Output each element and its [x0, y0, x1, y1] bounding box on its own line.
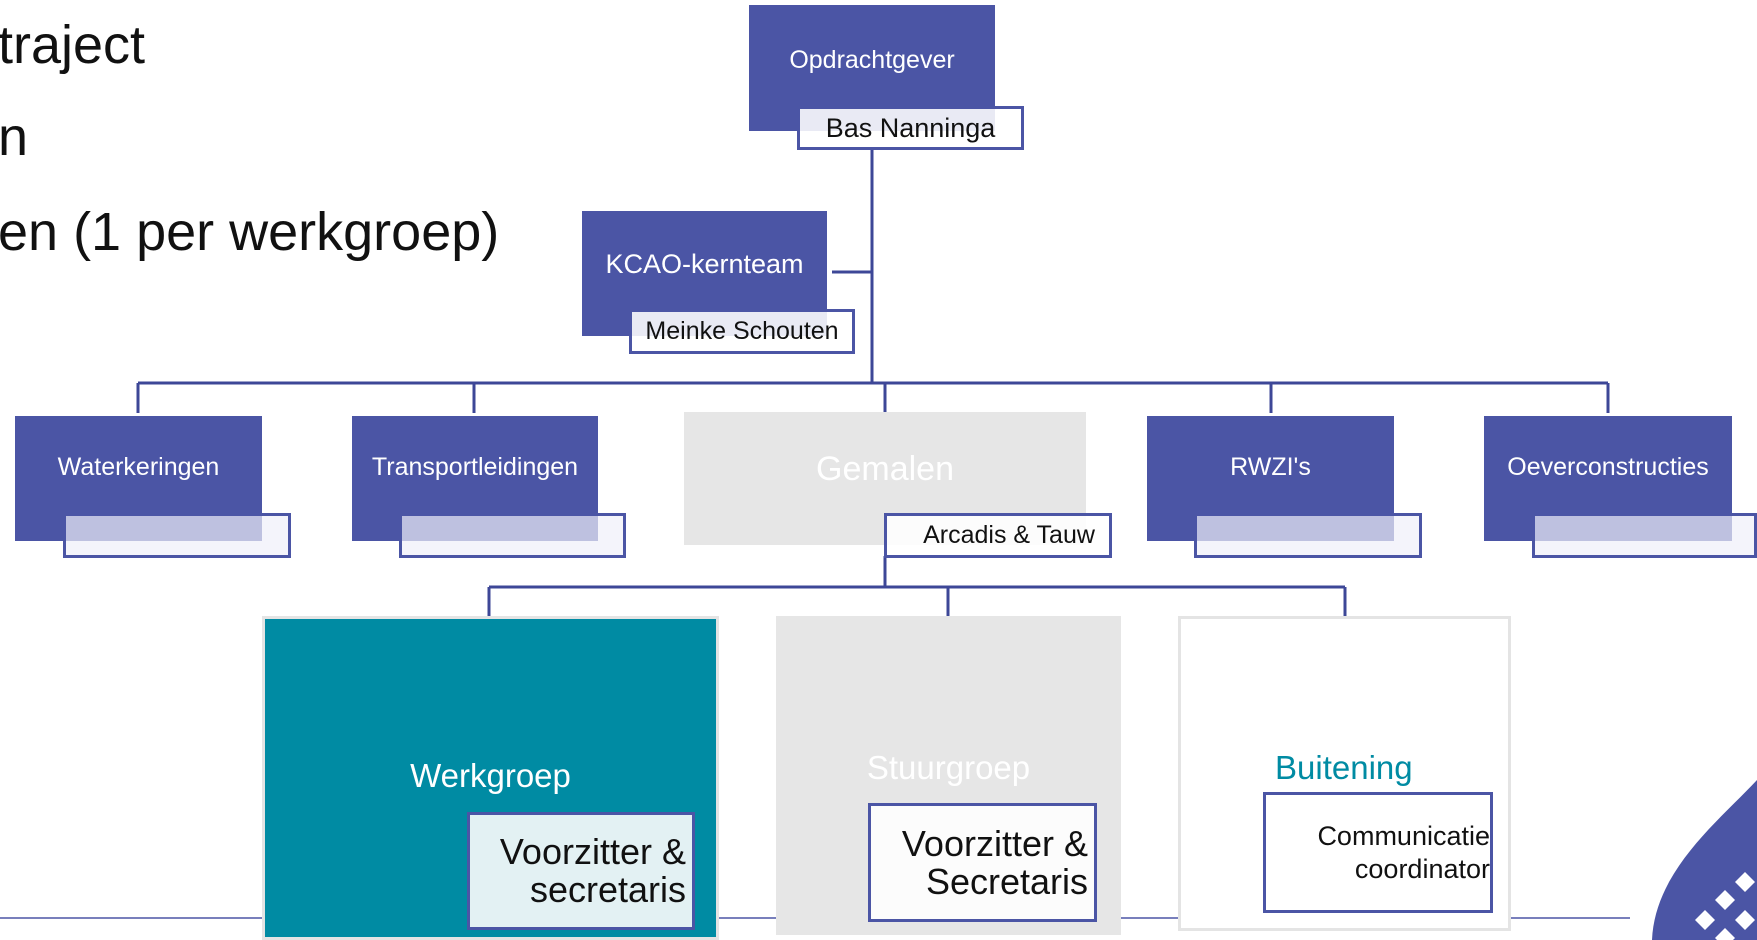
bullet-line-1: traject [0, 15, 146, 75]
bullet-line-2: n [0, 107, 29, 167]
group-stuurgroep-title: Stuurgroep [866, 749, 1031, 786]
unit-oeverconstructies-title: Oeverconstructies [1507, 453, 1709, 481]
unit-gemalen-person: Arcadis & Tauw [884, 513, 1112, 558]
unit-waterkeringen-title: Waterkeringen [57, 453, 220, 481]
group-werkgroep-role-line-1: Voorzitter & [499, 831, 686, 873]
group-buitening-role-line-2: coordinator [1354, 853, 1490, 884]
opdrachtgever-person-label: Bas Nanninga [825, 112, 996, 143]
unit-oeverconstructies-person [1532, 513, 1757, 558]
group-buitening-role-line-1: Communicatie [1317, 821, 1490, 852]
waterschap-drop-logo-icon [1652, 780, 1757, 940]
group-buitening-role: Communicatie coordinator [1263, 792, 1493, 913]
group-stuurgroep-role: Voorzitter & Secretaris [868, 803, 1097, 922]
unit-gemalen-person-label: Arcadis & Tauw [923, 521, 1095, 549]
group-stuurgroep-role-line-2: Secretaris [925, 860, 1088, 902]
unit-gemalen-title: Gemalen [816, 450, 954, 488]
opdrachtgever-title: Opdrachtgever [789, 46, 955, 74]
group-stuurgroep-role-line-1: Voorzitter & [901, 822, 1088, 864]
unit-transportleidingen-person [399, 513, 626, 558]
unit-transportleidingen-title: Transportleidingen [371, 453, 579, 481]
unit-rwzis-title: RWZI's [1230, 453, 1311, 481]
bullet-line-3: en (1 per werkgroep) [0, 202, 500, 262]
unit-waterkeringen-person [63, 513, 291, 558]
kernteam-title: KCAO-kernteam [605, 249, 804, 279]
group-buitening-title: Buitening [1275, 749, 1413, 786]
kernteam-person: Meinke Schouten [629, 309, 855, 354]
group-werkgroep-title: Werkgroep [410, 757, 571, 794]
kernteam-person-label: Meinke Schouten [645, 317, 839, 345]
group-werkgroep-role-line-2: secretaris [529, 869, 686, 910]
unit-rwzis-person [1194, 513, 1422, 558]
opdrachtgever-person: Bas Nanninga [797, 106, 1024, 150]
group-werkgroep-role: Voorzitter & secretaris [467, 812, 695, 930]
